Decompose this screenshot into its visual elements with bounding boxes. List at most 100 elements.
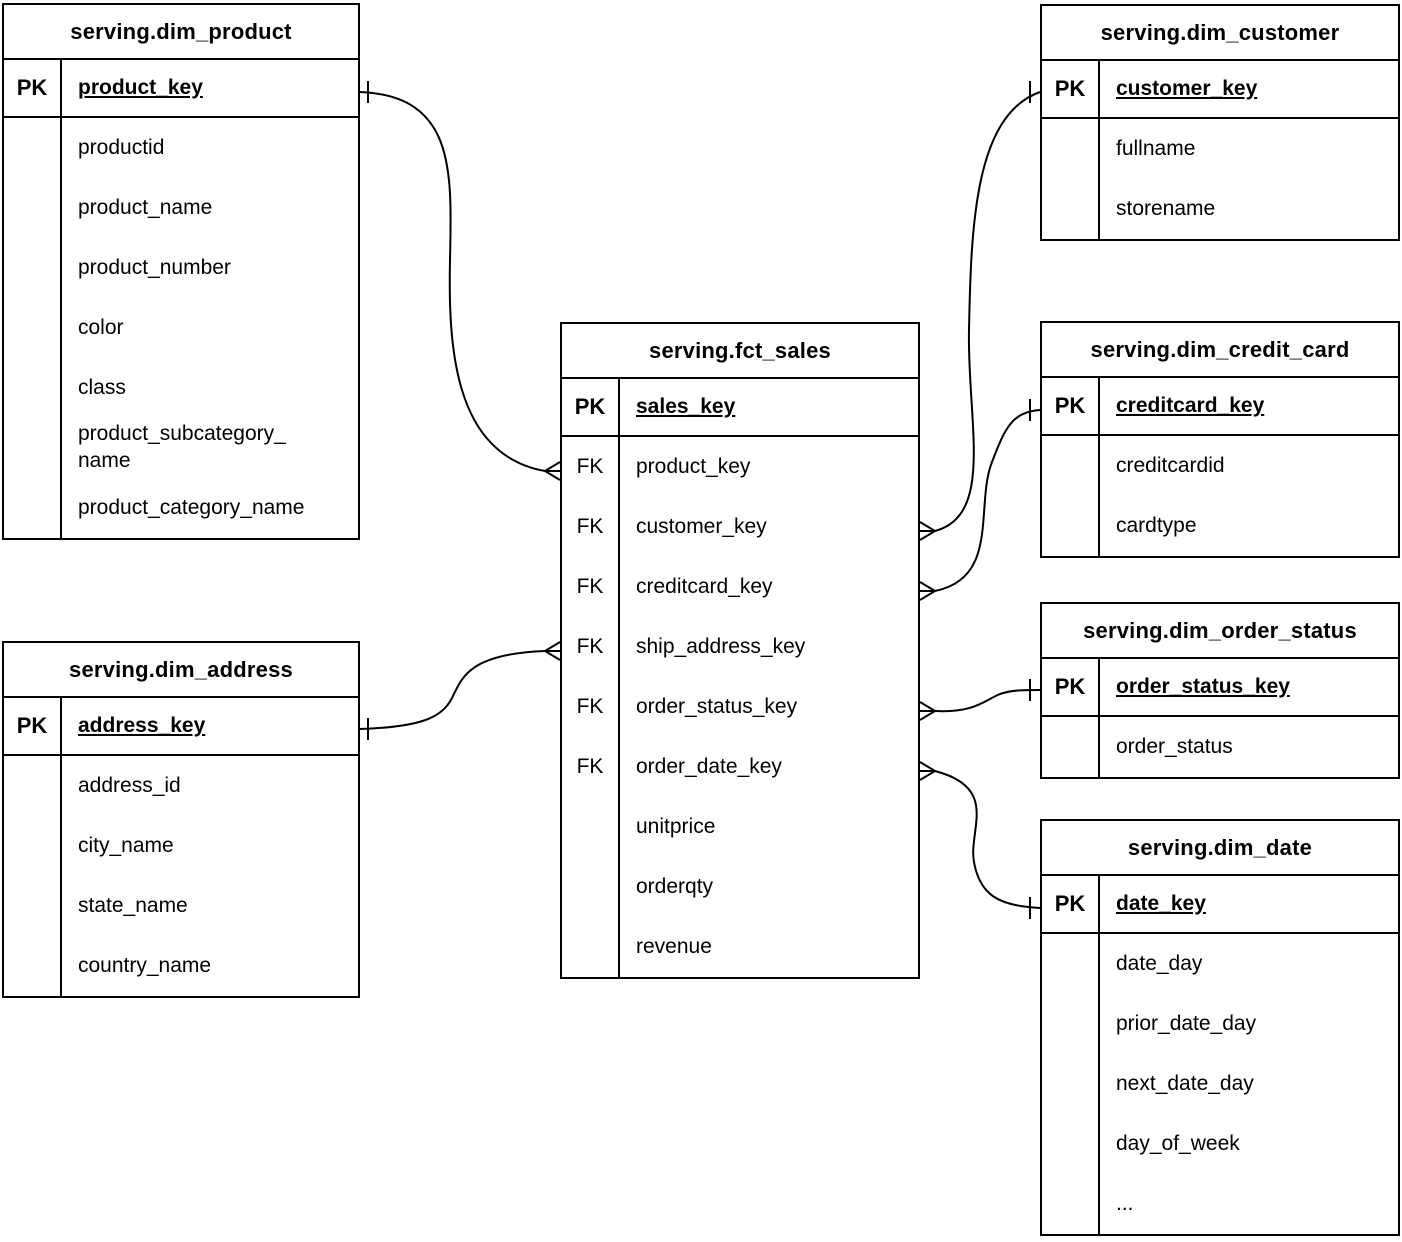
fk-badge: FK [562, 557, 620, 617]
pk-badge: PK [1042, 61, 1100, 117]
entity-table-dim-order-status[interactable]: serving.dim_order_status PK order_status… [1040, 602, 1400, 779]
field-row: product_name [4, 178, 358, 238]
field-row: cardtype [1042, 496, 1398, 556]
key-cell [4, 418, 62, 478]
field-name: storename [1116, 196, 1216, 220]
crow-foot-order-status [919, 701, 936, 721]
relationship-order-date[interactable] [919, 761, 1041, 919]
key-cell [1042, 179, 1100, 239]
key-cell [4, 936, 62, 996]
entity-table-dim-date[interactable]: serving.dim_date PK date_key date_day pr… [1040, 819, 1400, 1236]
field-row: FK ship_address_key [562, 617, 918, 677]
key-cell [4, 876, 62, 936]
table-title: serving.dim_credit_card [1042, 323, 1398, 378]
key-cell [4, 178, 62, 238]
field-name: creditcardid [1116, 453, 1225, 477]
field-name: country_name [78, 953, 212, 977]
key-cell [1042, 1174, 1100, 1234]
pk-row: PK customer_key [1042, 61, 1398, 119]
field-name: cardtype [1116, 513, 1197, 537]
field-row: city_name [4, 816, 358, 876]
table-title: serving.dim_address [4, 643, 358, 698]
field-name: date_day [1116, 951, 1203, 975]
field-row: fullname [1042, 119, 1398, 179]
field-name: product_key [636, 454, 751, 478]
field-name: order_status [1116, 734, 1233, 758]
field-row: productid [4, 118, 358, 178]
field-name: order_status_key [636, 694, 798, 718]
field-row: FK product_key [562, 437, 918, 497]
relationship-customer[interactable] [919, 81, 1041, 541]
pk-field-name: customer_key [1116, 76, 1258, 100]
field-name: customer_key [636, 514, 767, 538]
entity-table-dim-product[interactable]: serving.dim_product PK product_key produ… [2, 3, 360, 540]
relationship-credit-card[interactable] [919, 399, 1041, 601]
field-row: date_day [1042, 934, 1398, 994]
field-name: ... [1116, 1191, 1134, 1215]
pk-row: PK order_status_key [1042, 659, 1398, 717]
crow-foot-customer [919, 521, 936, 541]
entity-table-dim-address[interactable]: serving.dim_address PK address_key addre… [2, 641, 360, 998]
crow-foot-credit-card [919, 581, 936, 601]
pk-badge: PK [1042, 659, 1100, 715]
field-row: product_number [4, 238, 358, 298]
pk-row: PK product_key [4, 60, 358, 118]
field-row: FK order_date_key [562, 737, 918, 797]
pk-row: PK sales_key [562, 379, 918, 437]
field-name: unitprice [636, 814, 716, 838]
key-cell [562, 797, 620, 857]
entity-table-dim-customer[interactable]: serving.dim_customer PK customer_key ful… [1040, 4, 1400, 241]
field-name: orderqty [636, 874, 714, 898]
field-name: ship_address_key [636, 634, 806, 658]
pk-badge: PK [1042, 378, 1100, 434]
entity-table-dim-credit-card[interactable]: serving.dim_credit_card PK creditcard_ke… [1040, 321, 1400, 558]
field-row: ... [1042, 1174, 1398, 1234]
key-cell [562, 917, 620, 977]
key-cell [1042, 436, 1100, 496]
field-name: state_name [78, 893, 188, 917]
field-row: orderqty [562, 857, 918, 917]
table-title: serving.dim_order_status [1042, 604, 1398, 659]
key-cell [4, 816, 62, 876]
table-title: serving.dim_date [1042, 821, 1398, 876]
field-row: prior_date_day [1042, 994, 1398, 1054]
key-cell [4, 478, 62, 538]
pk-field-name: product_key [78, 75, 203, 99]
field-name: color [78, 315, 124, 339]
relationship-order-status[interactable] [919, 679, 1041, 721]
field-name: city_name [78, 833, 174, 857]
field-row: storename [1042, 179, 1398, 239]
relationship-ship-address[interactable] [359, 641, 561, 740]
pk-badge: PK [4, 60, 62, 116]
relationship-product[interactable] [359, 81, 561, 481]
field-name: order_date_key [636, 754, 782, 778]
field-row: unitprice [562, 797, 918, 857]
field-name: creditcard_key [636, 574, 773, 598]
key-cell [1042, 934, 1100, 994]
field-name: productid [78, 135, 165, 159]
entity-table-fct-sales[interactable]: serving.fct_sales PK sales_key FK produc… [560, 322, 920, 979]
pk-field-name: sales_key [636, 394, 736, 418]
field-row: product_subcategory_ name [4, 418, 358, 478]
field-name: address_id [78, 773, 181, 797]
field-row: product_category_name [4, 478, 358, 538]
key-cell [4, 118, 62, 178]
pk-badge: PK [562, 379, 620, 435]
field-name: product_name [78, 195, 213, 219]
field-row: day_of_week [1042, 1114, 1398, 1174]
crow-foot-address [544, 641, 561, 661]
field-row: color [4, 298, 358, 358]
table-title: serving.fct_sales [562, 324, 918, 379]
field-row: order_status [1042, 717, 1398, 777]
field-name: next_date_day [1116, 1071, 1254, 1095]
fk-badge: FK [562, 617, 620, 677]
key-cell [1042, 1054, 1100, 1114]
key-cell [562, 857, 620, 917]
field-row: state_name [4, 876, 358, 936]
field-row: country_name [4, 936, 358, 996]
pk-field-name: order_status_key [1116, 674, 1290, 698]
field-row: FK creditcard_key [562, 557, 918, 617]
pk-field-name: date_key [1116, 891, 1206, 915]
field-row: address_id [4, 756, 358, 816]
field-name: prior_date_day [1116, 1011, 1257, 1035]
